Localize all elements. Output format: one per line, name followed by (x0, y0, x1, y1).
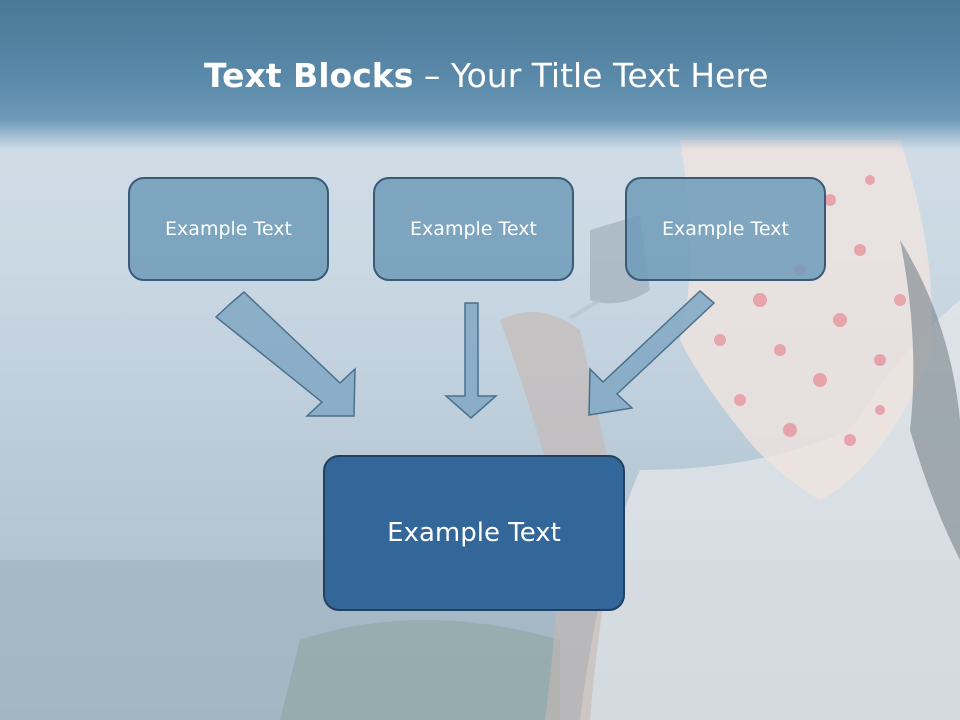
text-block-top-right[interactable]: Example Text (625, 177, 826, 281)
title-bar (0, 0, 960, 150)
arrow-middle (444, 302, 498, 419)
text-block-top-middle[interactable]: Example Text (373, 177, 574, 281)
title-separator: – (413, 56, 451, 95)
text-block-bottom[interactable]: Example Text (323, 455, 625, 611)
arrow-left (214, 290, 356, 417)
title-rest: Your Title Text Here (450, 56, 769, 95)
title-bold: Text Blocks (204, 56, 414, 95)
slide-title: Text Blocks – Your Title Text Here (204, 56, 768, 95)
text-block-top-left[interactable]: Example Text (128, 177, 329, 281)
arrow-right (588, 289, 716, 416)
